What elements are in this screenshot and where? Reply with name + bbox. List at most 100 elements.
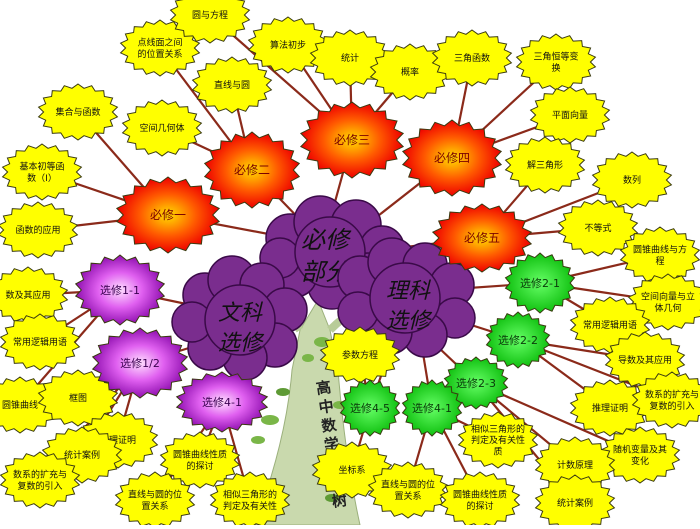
compulsory-topic-shape <box>557 199 639 257</box>
compulsory-topic-label: 算法初步 <box>270 39 306 51</box>
compulsory-topic-shape <box>169 0 251 44</box>
arts-topic-label: 判定及有关性 <box>223 500 277 512</box>
compulsory-module: 必修一 <box>115 176 221 254</box>
compulsory-module-shape <box>203 131 301 209</box>
science-module-shape <box>401 379 463 437</box>
arts-module-label: 选修4-1 <box>202 395 242 409</box>
compulsory-topic-shape <box>309 29 391 87</box>
compulsory-topic-shape <box>121 99 203 157</box>
arts-topic-label: 数系的扩充与 <box>13 469 67 481</box>
science-module-shape <box>485 311 551 369</box>
science-topic-label: 常用逻辑用语 <box>583 319 637 331</box>
compulsory-topic-shape <box>37 83 119 141</box>
science-topic-label: 的探讨 <box>466 500 493 512</box>
compulsory-topic-shape <box>591 151 673 209</box>
science-module-shape <box>443 356 509 410</box>
arts-module-label: 选修1-1 <box>100 283 140 297</box>
arts-module-shape <box>91 327 189 399</box>
science-module-shape <box>339 379 401 437</box>
arts-topic-label: 常用逻辑用语 <box>13 336 67 348</box>
compulsory-module: 必修五 <box>431 203 533 273</box>
arts-topic: 数及其应用 <box>0 266 69 324</box>
science-topic-shape <box>631 371 700 429</box>
compulsory-topic: 概率 <box>369 43 451 101</box>
compulsory-topic-label: 集合与函数 <box>55 106 100 118</box>
science-topic: 计数原理 <box>534 436 616 494</box>
science-topic-label: 推理证明 <box>592 402 628 414</box>
compulsory-module-label: 必修三 <box>334 132 370 147</box>
science-topic-label: 程 <box>655 256 664 267</box>
compulsory-topic-shape <box>247 16 329 74</box>
arts-line-1: 文科 <box>218 301 264 326</box>
compulsory-topic-shape <box>504 136 586 194</box>
compulsory-topic-shape <box>529 86 611 144</box>
science-topic-label: 随机变量及其 <box>613 444 667 456</box>
science-topic-label: 质 <box>493 445 502 457</box>
compulsory-topic-label: 点线面之间 <box>137 37 182 49</box>
arts-topic: 常用逻辑用语 <box>0 313 81 371</box>
science-module-label: 选修4-5 <box>350 401 390 415</box>
cloud-science: 理科 选修 <box>337 237 476 358</box>
compulsory-topic-label: 数（Ⅰ） <box>27 172 57 184</box>
science-module: 选修2-2 <box>485 311 551 369</box>
compulsory-topic: 平面向量 <box>529 86 611 144</box>
science-topic-label: 坐标系 <box>338 464 365 476</box>
arts-module: 选修4-1 <box>175 371 269 433</box>
arts-topic-label: 复数的引入 <box>17 480 62 492</box>
science-topic-label: 体几何 <box>654 302 681 314</box>
science-topic-label: 置关系 <box>394 490 421 502</box>
compulsory-topic: 集合与函数 <box>37 83 119 141</box>
arts-topic-shape <box>0 313 81 371</box>
arts-topic-label: 置关系 <box>141 500 168 512</box>
compulsory-topic-label: 直线与圆 <box>214 79 250 91</box>
arts-line-2: 选修 <box>218 331 265 356</box>
science-topic-shape <box>534 474 616 529</box>
science-topic-label: 参数方程 <box>342 349 378 361</box>
compulsory-topic-label: 数列 <box>623 174 641 186</box>
arts-topic-label: 直线与圆的位 <box>128 489 182 501</box>
compulsory-topic: 三角函数 <box>431 29 513 87</box>
compulsory-topic-label: 函数的应用 <box>15 224 60 236</box>
compulsory-topic: 不等式 <box>557 199 639 257</box>
science-topic-label: 空间向量与立 <box>641 291 695 303</box>
science-module-label: 选修4-1 <box>412 401 452 415</box>
arts-topic-label: 统计案例 <box>64 449 100 461</box>
compulsory-topic-label: 空间几何体 <box>139 122 184 134</box>
science-module: 选修2-3 <box>443 356 509 410</box>
arts-module-label: 选修1/2 <box>120 356 160 370</box>
arts-module-shape <box>175 371 269 433</box>
science-topic-label: 导数及其应用 <box>618 354 672 366</box>
science-topic-label: 圆锥曲线与方 <box>633 244 687 256</box>
compulsory-topic-label: 不等式 <box>584 222 611 234</box>
compulsory-topic-label: 统计 <box>341 52 359 64</box>
compulsory-module: 必修二 <box>203 131 301 209</box>
compulsory-topic-label: 三角函数 <box>454 52 490 64</box>
compulsory-topic: 统计 <box>309 29 391 87</box>
compulsory-module-label: 必修五 <box>464 230 500 245</box>
arts-topic-shape <box>159 431 241 489</box>
arts-topic-label: 数及其应用 <box>5 289 50 301</box>
science-topic-shape <box>457 411 539 469</box>
science-topic-label: 判定及有关性 <box>471 434 525 446</box>
science-topic-label: 复数的引入 <box>649 400 694 412</box>
compulsory-topic: 圆与方程 <box>169 0 251 44</box>
compulsory-module-shape <box>299 101 405 179</box>
science-topic-label: 圆锥曲线性质 <box>453 489 507 501</box>
science-topic-label: 数系的扩充与 <box>645 389 699 401</box>
science-topic: 参数方程 <box>319 326 401 384</box>
compulsory-module-label: 必修四 <box>434 150 470 165</box>
science-topic-shape <box>599 426 681 484</box>
arts-module-shape <box>74 254 166 326</box>
science-topic: 导数及其应用 <box>604 331 686 389</box>
science-module-label: 选修2-2 <box>498 333 538 347</box>
science-topic-label: 统计案例 <box>557 497 593 509</box>
